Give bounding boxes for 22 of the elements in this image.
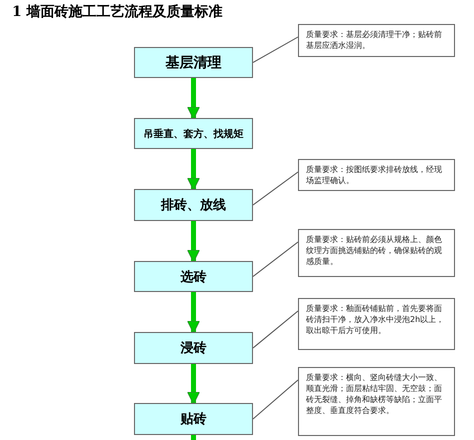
leader-line bbox=[252, 380, 298, 420]
process-box: 吊垂直、套方、找规矩 bbox=[134, 118, 253, 149]
leader-line bbox=[252, 172, 298, 206]
title: 1 墙面砖施工工艺流程及质量标准 bbox=[12, 3, 223, 21]
note-box: 质量要求：釉面砖铺贴前，首先要将面砖清扫干净，放入净水中浸泡2h以上，取出晾干后方可使用。 bbox=[298, 298, 455, 350]
leader-line bbox=[252, 242, 298, 277]
leader-line bbox=[252, 310, 298, 348]
arrow bbox=[187, 292, 200, 334]
note-box: 质量要求：横向、竖向砖缝大小一致、顺直光滑；面层粘结牢固、无空鼓；面砖无裂缝、掉角和缺楞等缺陷；立面平整度、垂直度符合要求。 bbox=[298, 367, 455, 436]
arrow bbox=[187, 149, 200, 191]
arrow bbox=[187, 364, 200, 405]
note-box: 质量要求：基层必须清理干净；贴砖前基层应洒水湿润。 bbox=[298, 24, 455, 57]
process-box: 排砖、放线 bbox=[134, 189, 253, 221]
process-box: 贴砖 bbox=[134, 403, 253, 435]
arrow bbox=[187, 221, 200, 263]
note-box: 质量要求：贴砖前必须从规格上、颜色纹理方面挑选铺贴的砖，确保贴砖的观感质量。 bbox=[298, 229, 455, 277]
process-box: 基层清理 bbox=[134, 47, 253, 78]
arrow bbox=[187, 78, 200, 120]
process-box: 浸砖 bbox=[134, 332, 253, 364]
leader-line bbox=[252, 36, 298, 63]
process-box: 选砖 bbox=[134, 261, 253, 292]
note-box: 质量要求：按图纸要求排砖放线，经现场监理确认。 bbox=[298, 159, 455, 191]
